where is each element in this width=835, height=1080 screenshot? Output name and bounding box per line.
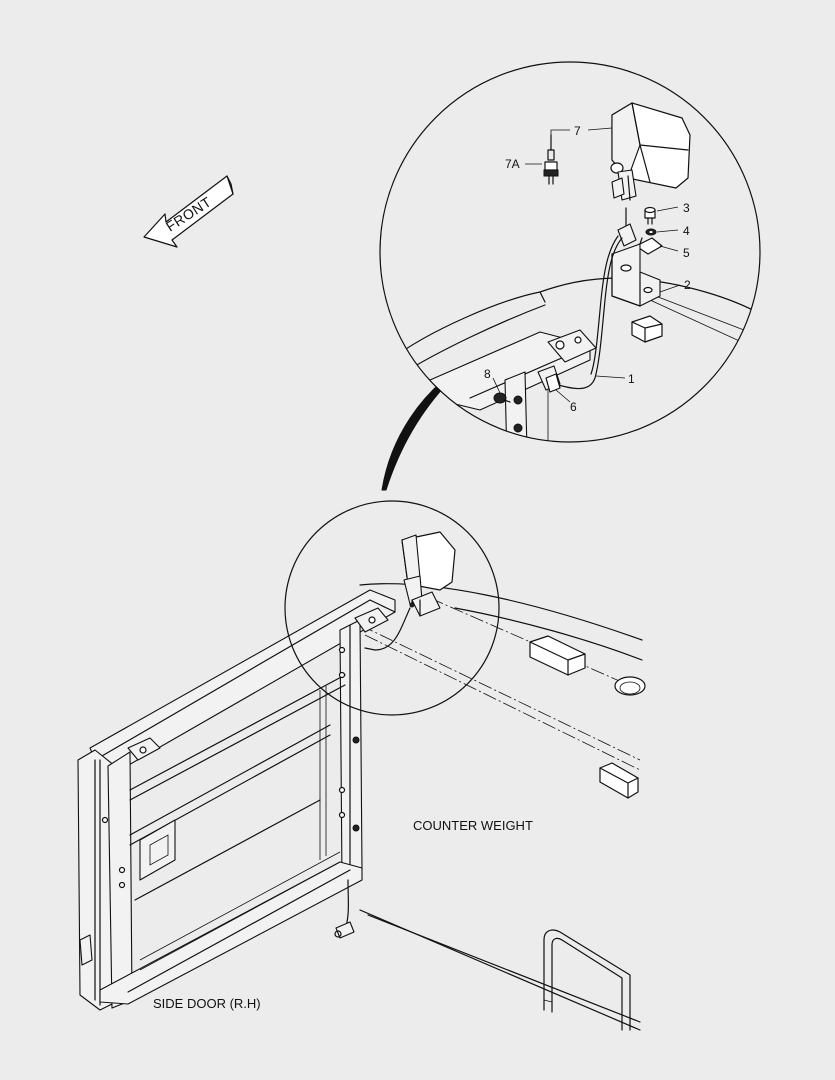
callout-1: 1: [628, 372, 635, 386]
small-work-lamp: [364, 531, 456, 651]
callout-2: 2: [684, 278, 691, 292]
bolt-washer-clamp: [635, 206, 663, 255]
side-door-label: SIDE DOOR (R.H): [153, 996, 261, 1011]
screw-8: [493, 392, 511, 404]
leader-lines: [492, 127, 681, 403]
callout-7: 7: [574, 124, 581, 138]
work-lamp-7: [610, 102, 691, 229]
counter-weight-label: COUNTER WEIGHT: [413, 818, 533, 833]
enlarged-detail: 7 7A 3 4 5 2 1 6 8: [379, 61, 761, 443]
connector-6: [545, 373, 561, 393]
callout-8: 8: [484, 367, 491, 381]
detail-circle-large: [379, 61, 761, 443]
front-arrow: FRONT: [143, 175, 234, 248]
callout-3: 3: [683, 201, 690, 215]
counter-weight-body: [359, 583, 646, 1031]
detail-circle-small: [284, 500, 500, 716]
callout-7a: 7A: [505, 157, 520, 171]
side-door-frame: [77, 589, 396, 1011]
bulb-7a: [543, 134, 559, 185]
callout-6: 6: [570, 400, 577, 414]
callout-4: 4: [683, 224, 690, 238]
callout-5: 5: [683, 246, 690, 260]
lamp-bracket-2: [611, 243, 661, 307]
